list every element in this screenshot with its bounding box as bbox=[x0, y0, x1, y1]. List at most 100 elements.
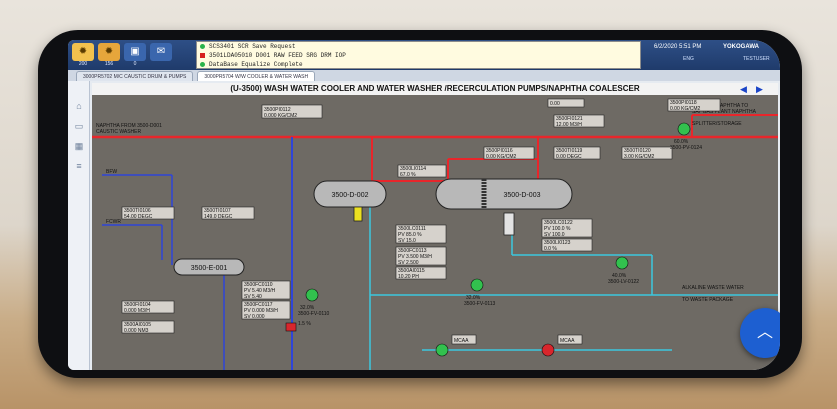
valve-fv113[interactable]: 32.0% 3500-FV-0113 bbox=[464, 278, 496, 307]
valve-red[interactable] bbox=[285, 322, 297, 332]
home-icon[interactable]: ⌂ bbox=[76, 101, 82, 111]
svg-text:12.00 M3/H: 12.00 M3/H bbox=[556, 122, 582, 128]
svg-text:0.00 DEGC: 0.00 DEGC bbox=[556, 154, 582, 160]
ti-faceplate[interactable]: 3500TI0120 3.00 KG/CM2 bbox=[621, 146, 673, 160]
stream-label: SPLITTER/STORAGE bbox=[692, 121, 742, 127]
message-panel[interactable]: SCS3401 SCR Save Request 3501LDA05010 D0… bbox=[196, 41, 641, 69]
svg-text:3500-FV-0110: 3500-FV-0110 bbox=[298, 311, 330, 317]
svg-text:0.000 KG/CM2: 0.000 KG/CM2 bbox=[264, 113, 297, 119]
li-faceplate[interactable]: 3500LI0123 0.0 % bbox=[541, 238, 593, 252]
svg-text:MCAA: MCAA bbox=[454, 338, 469, 344]
pi-faceplate[interactable]: 3500PI0116 0.00 KG/CM2 bbox=[483, 146, 535, 160]
pi-faceplate[interactable]: 3500PI0112 0.000 KG/CM2 bbox=[261, 104, 323, 119]
vessel-d002-label: 3500-D-002 bbox=[332, 192, 369, 199]
svg-text:3500FC0110: 3500FC0110 bbox=[244, 282, 273, 288]
status-dot-icon bbox=[200, 44, 205, 49]
pump-tag[interactable]: MCAA bbox=[451, 334, 477, 345]
svg-text:1.5 %: 1.5 % bbox=[298, 321, 311, 327]
ti-faceplate[interactable]: 3500TI0107 149.0 DEGC bbox=[201, 206, 255, 220]
svg-text:3500TI0120: 3500TI0120 bbox=[624, 148, 651, 154]
fi-faceplate[interactable]: 3500FI0104 0.000 M3/H bbox=[121, 300, 175, 314]
svg-text:0.00 KG/CM2: 0.00 KG/CM2 bbox=[486, 154, 517, 160]
station-label[interactable]: TESTUSER bbox=[743, 56, 770, 62]
brand-logo: YOKOGAWA bbox=[723, 44, 760, 50]
nav-back-icon[interactable]: ◀ bbox=[740, 84, 747, 94]
ti-faceplate[interactable]: 3500TI0119 0.00 DEGC bbox=[553, 146, 601, 160]
svg-text:60.0%: 60.0% bbox=[674, 139, 689, 145]
svg-text:3500FC0113: 3500FC0113 bbox=[398, 248, 427, 254]
exchanger-e001[interactable] bbox=[173, 258, 245, 276]
vessel-d003-label: 3500-D-003 bbox=[504, 192, 541, 199]
pi-faceplate[interactable]: 3500PI0118 0.00 KG/CM2 bbox=[667, 98, 721, 112]
message-row[interactable]: DataBase Equalize Complete bbox=[197, 60, 640, 69]
graphic-window: (U-3500) WASH WATER COOLER AND WATER WAS… bbox=[92, 83, 778, 370]
li-faceplate[interactable]: 3500LI0114 67.0 % bbox=[397, 164, 447, 178]
lc-faceplate[interactable]: 3500LC0122 PV 100.0 % SV 100.0 bbox=[541, 218, 593, 238]
overview-icon[interactable]: ≡ bbox=[76, 161, 82, 171]
svg-text:SV 0.000: SV 0.000 bbox=[244, 314, 265, 320]
tab-ww-cooler[interactable]: 3000PR5704 W/W COOLER & WATER WASH bbox=[197, 71, 316, 81]
valve-pv124[interactable]: 60.0% 3500-PV-0124 bbox=[670, 122, 702, 151]
message-text: DataBase Equalize Complete bbox=[209, 61, 303, 68]
alarm-icon[interactable]: ✹ bbox=[72, 43, 94, 61]
svg-text:SV 2.500: SV 2.500 bbox=[398, 260, 419, 266]
stream-label: ALKALINE WASTE WATER bbox=[682, 285, 744, 291]
message-row[interactable]: SCS3401 SCR Save Request bbox=[197, 42, 640, 51]
svg-text:3500LI0114: 3500LI0114 bbox=[400, 166, 426, 172]
svg-text:32.0%: 32.0% bbox=[466, 295, 481, 301]
message-row[interactable]: 3501LDA05010 D001 RAW FEED SRG DRM IOP bbox=[197, 51, 640, 60]
svg-text:3500AI0105: 3500AI0105 bbox=[124, 322, 151, 328]
svg-text:3500LI0123: 3500LI0123 bbox=[544, 240, 571, 246]
svg-text:PV 85.0 %: PV 85.0 % bbox=[398, 232, 422, 238]
svg-text:SV 100.0: SV 100.0 bbox=[544, 232, 565, 238]
stream-label: FCWR bbox=[106, 219, 121, 225]
vessel-d002[interactable] bbox=[313, 180, 387, 208]
tab-caustic-drum[interactable]: 3000PR5702 M/C CAUSTIC DRUM & PUMPS bbox=[76, 71, 194, 81]
system-status-bar: ✹ 200 ✹ 156 ▣ 0 ✉ SCS3401 SCR Save Reque… bbox=[68, 40, 780, 70]
svg-text:10.20 PH: 10.20 PH bbox=[398, 274, 419, 280]
fi-faceplate[interactable]: 3500FI0121 12.00 M3/H bbox=[553, 114, 605, 128]
process-alarm-count: 156 bbox=[104, 61, 114, 67]
svg-text:0.00: 0.00 bbox=[550, 101, 560, 107]
folder-icon[interactable]: ▭ bbox=[74, 121, 84, 131]
svg-text:0.000 M3/H: 0.000 M3/H bbox=[124, 308, 150, 314]
grid-icon[interactable]: ▦ bbox=[74, 141, 84, 151]
scroll-up-button[interactable]: ︿ bbox=[740, 308, 780, 358]
pct-readout[interactable]: 1.5 % bbox=[298, 321, 311, 327]
system-icon[interactable]: ▣ bbox=[124, 43, 146, 61]
svg-text:3500TI0106: 3500TI0106 bbox=[124, 208, 151, 214]
process-alarm-icon[interactable]: ✹ bbox=[98, 43, 120, 61]
pump-green[interactable] bbox=[435, 343, 449, 357]
svg-text:149.0 DEGC: 149.0 DEGC bbox=[204, 214, 233, 220]
pv-readout[interactable]: 0.00 bbox=[547, 98, 585, 108]
level-gauge bbox=[353, 206, 363, 222]
svg-text:SV 15.0: SV 15.0 bbox=[398, 238, 416, 244]
stream-label: CAUSTIC WASHER bbox=[96, 129, 141, 135]
svg-text:3500LC0111: 3500LC0111 bbox=[398, 226, 426, 232]
user-label[interactable]: ENG bbox=[683, 56, 694, 62]
boot-vessel bbox=[503, 212, 515, 236]
date-time: 6/2/2020 5:51 PM bbox=[654, 44, 702, 50]
message-icon[interactable]: ✉ bbox=[150, 43, 172, 61]
vessel-d003[interactable] bbox=[435, 178, 573, 210]
alarm-count: 200 bbox=[78, 61, 88, 67]
valve-lv122[interactable]: 40.0% 3500-LV-0122 bbox=[608, 256, 639, 285]
fc-faceplate[interactable]: 3500FC0110 PV 5.40 M3/H SV 5.40 bbox=[241, 280, 291, 300]
fc-faceplate[interactable]: 3500FC0117 PV 0.000 M3/H SV 0.000 bbox=[241, 300, 291, 320]
system-count: 0 bbox=[133, 61, 137, 67]
nav-forward-icon[interactable]: ▶ bbox=[756, 84, 763, 94]
message-text: 3501LDA05010 D001 RAW FEED SRG DRM IOP bbox=[209, 52, 346, 59]
pump-red[interactable] bbox=[541, 343, 555, 357]
valve-fv110[interactable]: 32.0% 3500-FV-0110 bbox=[298, 288, 330, 317]
lc-faceplate[interactable]: 3500LC0111 PV 85.0 % SV 15.0 bbox=[395, 224, 447, 244]
ai-faceplate[interactable]: 3500AI0105 0.000 NM3 bbox=[121, 320, 175, 334]
svg-text:SV 5.40: SV 5.40 bbox=[244, 294, 262, 300]
pump-tag[interactable]: MCAA bbox=[557, 334, 583, 345]
svg-text:3500FI0104: 3500FI0104 bbox=[124, 302, 151, 308]
ph-faceplate[interactable]: 3500AI0115 10.20 PH bbox=[395, 266, 447, 280]
fc-faceplate[interactable]: 3500FC0113 PV 3.500 M3/H SV 2.500 bbox=[395, 246, 447, 266]
svg-text:3500TI0107: 3500TI0107 bbox=[204, 208, 231, 214]
svg-text:3500PI0116: 3500PI0116 bbox=[486, 148, 513, 154]
ti-faceplate[interactable]: 3500TI0106 54.00 DEGC bbox=[121, 206, 175, 220]
stream-label: NAPHTHA FROM 3500-D001 bbox=[96, 123, 162, 129]
